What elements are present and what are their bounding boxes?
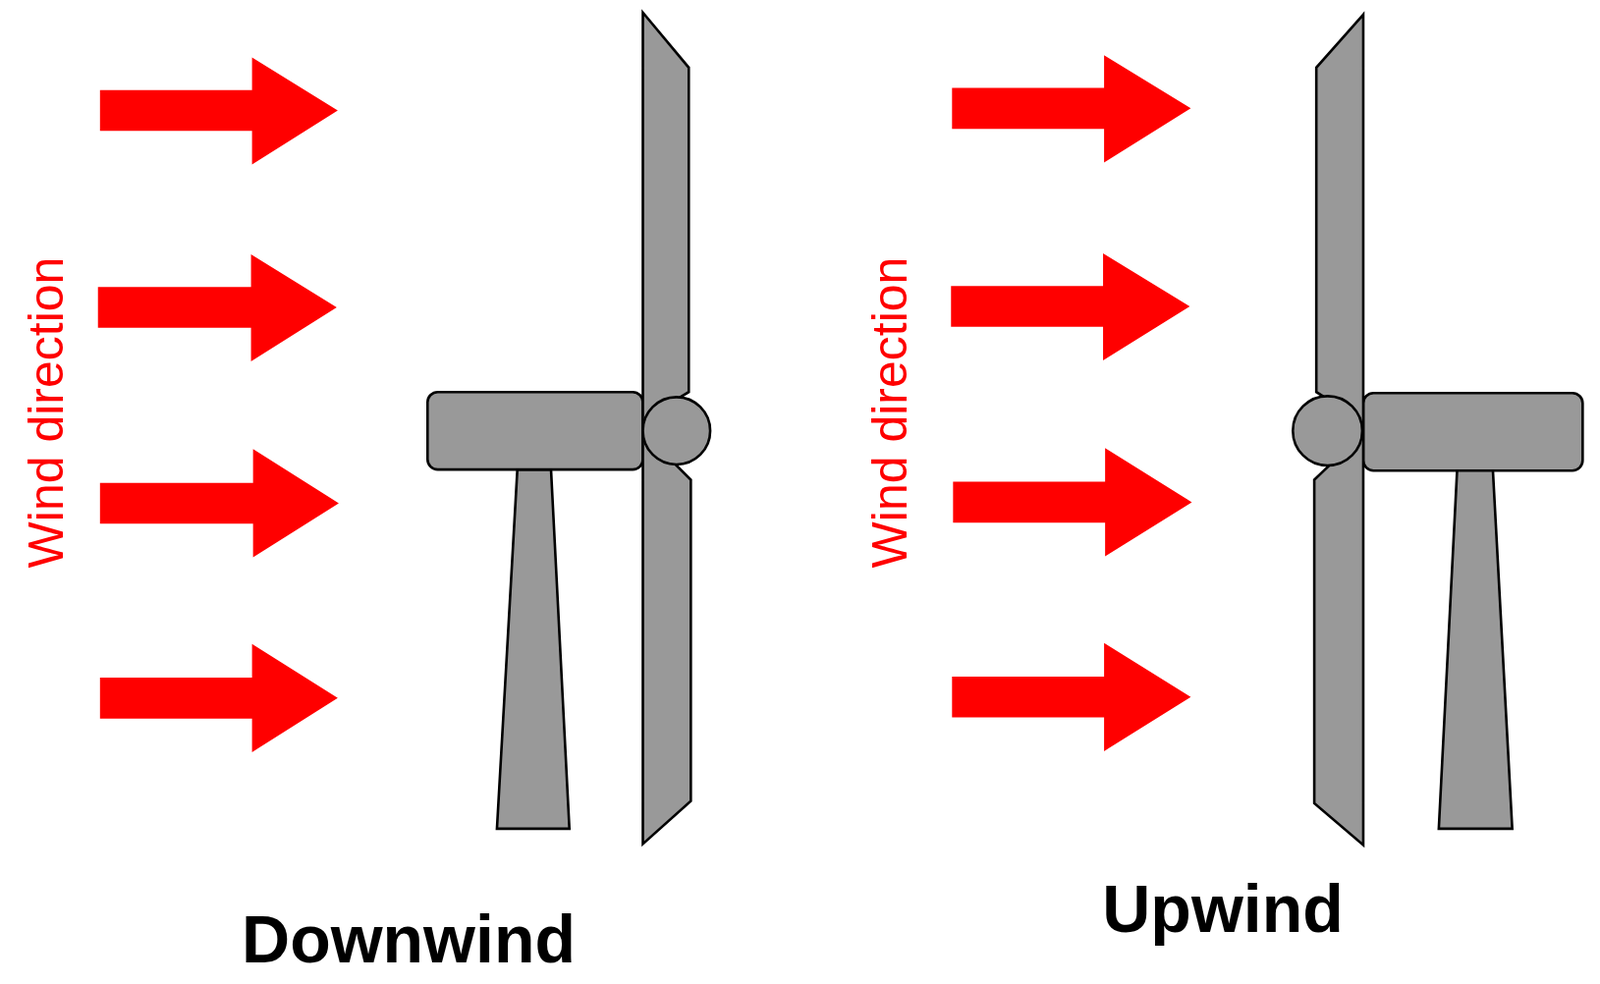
turbine-hub <box>643 396 712 465</box>
turbine-nacelle <box>427 391 643 470</box>
wind-arrow <box>100 56 338 165</box>
upwind-turbine <box>1292 14 1583 846</box>
wind-arrow <box>100 644 338 753</box>
wind-arrow <box>951 643 1191 752</box>
figure-caption: Upwind <box>1102 875 1344 942</box>
wind-arrow <box>100 448 339 557</box>
turbine-hub <box>1292 395 1363 466</box>
wind-arrow <box>952 447 1192 556</box>
figure-caption: Downwind <box>241 905 576 973</box>
turbine-tower <box>496 469 570 829</box>
turbine-tower <box>1438 469 1513 829</box>
downwind-turbine <box>427 12 711 845</box>
wind-direction-label: Wind direction <box>865 257 915 569</box>
wind-arrow <box>951 55 1191 163</box>
wind-arrow <box>98 254 337 362</box>
wind-direction-label: Wind direction <box>21 257 71 569</box>
wind-arrow <box>950 253 1190 361</box>
turbine-nacelle <box>1363 392 1583 471</box>
